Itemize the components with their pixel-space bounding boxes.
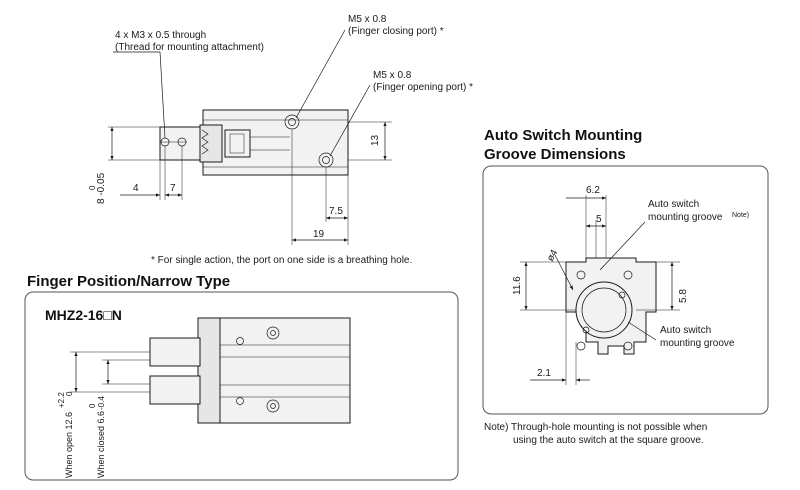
dim-4: 4 — [133, 183, 139, 194]
attachment-finger — [159, 126, 201, 161]
opening-port-leader — [329, 84, 371, 157]
thread-label: 4 x M3 x 0.5 through — [115, 30, 206, 41]
top-view-drawing — [108, 29, 392, 245]
closed-label: When closed 6.6 — [96, 411, 106, 478]
upper-finger — [149, 337, 201, 367]
guide-slot — [224, 129, 251, 158]
piston-bore — [575, 281, 633, 339]
opening-port-label: M5 x 0.8 — [373, 70, 412, 81]
dim-19: 19 — [313, 229, 325, 240]
thread-note: (Thread for mounting attachment) — [115, 42, 264, 53]
dim-11-6: 11.6 — [512, 276, 523, 295]
dim-8-tol: 8 -0.05 — [96, 172, 107, 204]
dim-8-tol-upper: 0 — [88, 185, 97, 190]
narrow-body — [199, 317, 351, 424]
dim-7: 7 — [170, 183, 176, 194]
dim-2-1: 2.1 — [537, 368, 551, 379]
dim-5: 5 — [596, 214, 602, 225]
model-label: MHZ2-16□N — [45, 307, 122, 323]
dim-6-2: 6.2 — [586, 185, 600, 196]
dim-13: 13 — [370, 134, 381, 146]
groove-label-1: Auto switch — [648, 199, 699, 210]
closed-tol-lower: -0.4 — [97, 396, 106, 410]
groove-leader-top — [599, 221, 646, 271]
closed-tol-upper: 0 — [88, 403, 97, 408]
finger-position-drawing — [70, 317, 351, 424]
closing-port-leader — [295, 29, 346, 119]
groove-label-2: mounting groove — [648, 212, 723, 223]
dim-5-8: 5.8 — [678, 289, 689, 303]
auto-switch-title-1: Auto Switch Mounting — [484, 127, 642, 144]
open-tol-lower: 0 — [65, 391, 74, 396]
dim-phi4: ø4 — [545, 248, 561, 264]
closing-port — [284, 114, 300, 130]
groove2-label-1: Auto switch — [660, 325, 711, 336]
opening-port-note: (Finger opening port) * — [373, 82, 473, 93]
dim-7-5: 7.5 — [329, 206, 343, 217]
open-label: When open 12.6 — [64, 412, 74, 478]
auto-switch-drawing — [520, 195, 680, 385]
groove-note: Note) — [732, 212, 749, 219]
groove-leader-bottom — [627, 321, 657, 341]
closing-port-note: (Finger closing port) * — [348, 26, 444, 37]
thread-leader — [113, 51, 166, 139]
closing-port-label: M5 x 0.8 — [348, 14, 387, 25]
auto-switch-note-1: Note) Through-hole mounting is not possi… — [484, 422, 707, 433]
groove2-label-2: mounting groove — [660, 338, 735, 349]
footnote: * For single action, the port on one sid… — [151, 255, 412, 266]
finger-section-title: Finger Position/Narrow Type — [27, 273, 230, 290]
lower-finger — [149, 375, 201, 405]
auto-switch-note-2: using the auto switch at the square groo… — [513, 435, 704, 446]
auto-switch-title-2: Groove Dimensions — [484, 146, 626, 163]
open-tol-upper: +2.2 — [57, 392, 66, 408]
